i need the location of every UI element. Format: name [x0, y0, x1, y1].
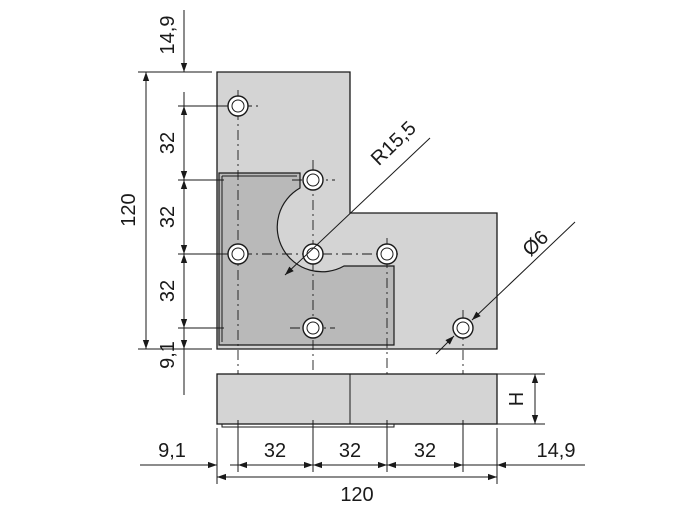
dim-overall-width: 120 — [340, 484, 373, 506]
dim-radius: R15,5 — [367, 117, 421, 170]
plan-view — [216, 71, 498, 420]
dim-top-offset: 14,9 — [157, 16, 179, 55]
dim-bottom-offset: 9,1 — [157, 341, 179, 369]
recess-inner-edge — [221, 175, 297, 342]
thickness-dimension: H — [497, 373, 545, 425]
dim-pitch-v3: 32 — [157, 280, 179, 302]
hole-far-right — [452, 317, 474, 339]
hole-mid-center — [302, 243, 324, 265]
dim-hole-diameter: Ø6 — [519, 227, 553, 261]
dim-pitch-h3: 32 — [414, 440, 436, 462]
dim-left-offset: 9,1 — [158, 440, 186, 462]
dim-right-offset: 14,9 — [537, 440, 576, 462]
dim-pitch-h2: 32 — [339, 440, 361, 462]
dim-pitch-v1: 32 — [157, 132, 179, 154]
side-view — [216, 373, 498, 428]
diameter-leader — [471, 221, 576, 321]
vertical-dimensions: 120 14,9 32 32 32 9,1 — [118, 10, 224, 395]
hole-mid-left — [227, 243, 249, 265]
dim-pitch-h1: 32 — [264, 440, 286, 462]
side-plate — [216, 373, 498, 425]
horizontal-dimensions: 9,1 32 32 32 14,9 120 — [140, 420, 585, 506]
side-foot — [221, 424, 395, 428]
dim-pitch-v2: 32 — [157, 206, 179, 228]
hole-upper-center — [302, 169, 324, 191]
dim-thickness: H — [506, 392, 528, 406]
dim-overall-height: 120 — [118, 193, 140, 226]
hole-low-center — [302, 317, 324, 339]
radius-leader — [284, 137, 431, 276]
recess-area — [218, 172, 395, 346]
hole-top-left — [227, 95, 249, 117]
hole-mid-right — [376, 243, 398, 265]
